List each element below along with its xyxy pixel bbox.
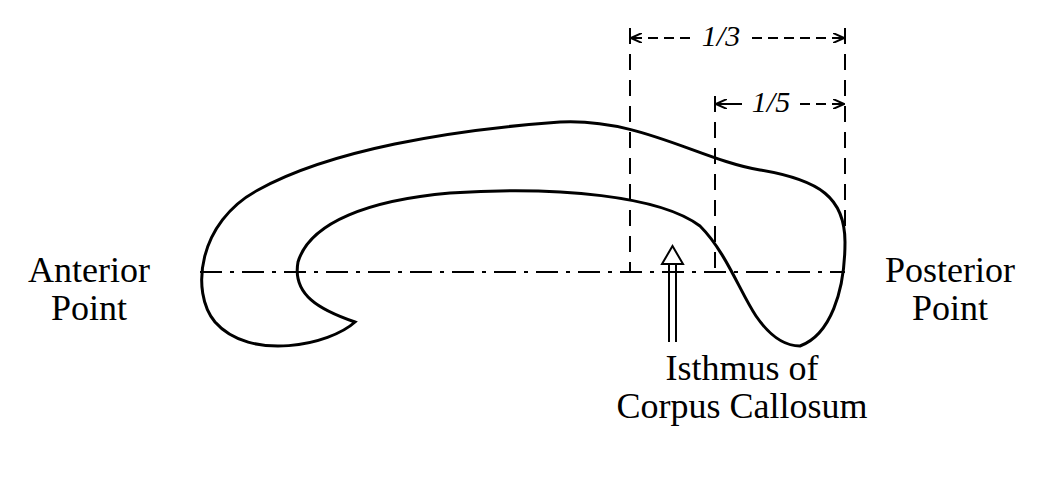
dashed-guide — [844, 28, 846, 242]
corpus-callosum-outline — [202, 122, 845, 346]
fraction-label: 1/5 — [748, 86, 794, 118]
structure-label: Isthmus of Corpus Callosum — [611, 350, 873, 426]
isthmus-arrow — [662, 246, 683, 342]
dimension-arrow — [800, 103, 843, 105]
fraction-label: 1/3 — [698, 20, 744, 52]
dimension-arrow — [717, 103, 742, 105]
dashed-guide — [629, 28, 631, 272]
dashed-guide — [714, 96, 716, 272]
dimension-arrow — [752, 37, 843, 39]
axis-line — [200, 271, 845, 273]
dimension-arrow — [632, 37, 690, 39]
point-label: Posterior Point — [860, 252, 1040, 328]
point-label: Anterior Point — [4, 252, 174, 328]
